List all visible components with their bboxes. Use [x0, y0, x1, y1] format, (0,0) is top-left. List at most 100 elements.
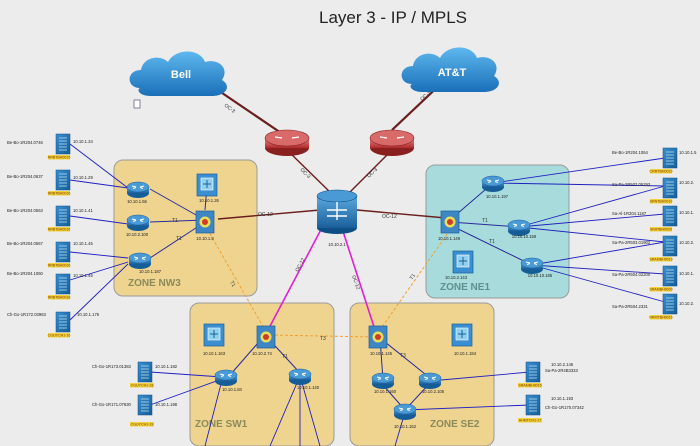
bottom-right-device-1-ip: 10.10.2.146 — [551, 362, 574, 367]
sw-router-2-ip: 10.10.1.140 — [297, 385, 320, 390]
core-switch-ip: 10.10.2.1 — [328, 242, 346, 247]
left-device-2[interactable]: Be-Bo-1R204.0637 10.10.1.29 RRBTBH0016 — [7, 169, 93, 196]
bottom-right-device-2[interactable]: Ch-Go-1R170.07342 10.10.1.193 AHMTCH1-17 — [518, 394, 585, 423]
left-device-5-ip: 10.10.1.46 — [73, 273, 93, 278]
right-device-2[interactable]: Sa-Pa-2R503.05293 10.10.2. SRNTBH0019 — [612, 177, 694, 204]
link-label-bell-core: OC-3 — [299, 167, 312, 180]
se-router-1[interactable] — [371, 372, 395, 390]
left-device-3-name: Be-Bo-1R204.0563 — [7, 208, 44, 213]
right-device-2-name: Sa-Pa-2R503.05293 — [612, 182, 651, 187]
right-device-4[interactable]: Sa-Pa-2R503.01902 10.10.2. SRAMBH0019 — [612, 235, 694, 262]
left-device-3[interactable]: Be-Bo-1R204.0563 10.10.1.41 RRBTBH0016 — [7, 205, 93, 232]
bottom-left-device-2-name: Ch-Go-1R171.07630 — [92, 402, 132, 407]
se-router-2[interactable] — [418, 372, 442, 390]
bell-edge-router[interactable] — [264, 129, 310, 156]
nw-router-2-ip: 10.10.2.100 — [126, 232, 149, 237]
left-device-4-name: Be-Bo-1R204.0567 — [7, 241, 44, 246]
left-device-1[interactable]: Be-Bo-1R204.0746 10.10.1.34 RRBTBH0015 — [7, 133, 93, 160]
left-device-6[interactable]: Ch-Go-1R172.03963 10.10.1.175 CGUYCH1-16 — [7, 311, 100, 338]
link-label-t3-b: T3 — [400, 353, 406, 359]
att-cloud[interactable]: AT&T — [401, 47, 499, 93]
nw-hub[interactable] — [195, 210, 215, 234]
bell-cloud[interactable]: Bell — [129, 51, 227, 97]
left-device-1-ip: 10.10.1.34 — [73, 139, 93, 144]
right-device-links — [492, 157, 666, 303]
nw-router-3[interactable] — [128, 252, 152, 270]
right-device-5[interactable]: Sa-Pa-2R504.02200 10.10.1. SRAMBH0020 — [612, 265, 694, 292]
nw-router-1[interactable] — [126, 181, 150, 199]
nw-router-2[interactable] — [126, 214, 150, 232]
bottom-right-device-1-name: Sa-Pa-2R4B3333 — [545, 368, 578, 373]
link-label-att-core: OC-3 — [366, 167, 379, 180]
sw-router-1-ip: 10.10.1.84 — [222, 387, 242, 392]
left-device-6-name: Ch-Go-1R172.03963 — [7, 312, 47, 317]
note-icon[interactable] — [133, 99, 141, 109]
left-device-links — [69, 143, 129, 321]
link-label-t1-d: T1 — [176, 236, 182, 242]
left-device-5[interactable]: Be-Bo-1R204.1060 10.10.1.46 RRBTBH0018 — [7, 271, 93, 300]
left-device-6-tag: CGUYCH1-16 — [48, 334, 71, 338]
link-label-core-ne: OC-12 — [382, 214, 397, 220]
right-device-1[interactable]: Be-Bo-1R204.1064 10.10.1.5 CRRTBH0019 — [612, 147, 697, 174]
bottom-left-device-1-tag: CGUYCH1-18 — [131, 384, 154, 388]
att-edge-router[interactable] — [369, 129, 415, 156]
link-label-t1-g: T1 — [282, 354, 288, 360]
bottom-left-device-2-tag: CGUYCH1-19 — [131, 423, 154, 427]
link-label-t1-e: T1 — [482, 218, 488, 224]
se-l3-switch-ip: 10.10.1.184 — [454, 351, 477, 356]
bottom-right-device-2-ip: 10.10.1.193 — [551, 396, 574, 401]
right-device-3-tag: SRATBH0020 — [650, 228, 672, 232]
ne-l3-switch[interactable] — [452, 250, 474, 274]
right-device-6-tag: RRMTBH0016 — [649, 316, 672, 320]
left-device-2-ip: 10.10.1.29 — [73, 175, 93, 180]
link-label-t1-c: T1 — [172, 218, 178, 224]
ne-hub[interactable] — [440, 210, 460, 234]
t-links — [204, 224, 451, 338]
zone-nw3-label: ZONE NW3 — [128, 278, 181, 289]
left-device-4[interactable]: Be-Bo-1R204.0567 10.10.1.45 RRBTBH0016 — [7, 241, 93, 268]
bottom-left-device-1-name: Ch-Go-1R173.01383 — [92, 364, 132, 369]
sw-hub[interactable] — [256, 325, 276, 349]
se-hub[interactable] — [368, 325, 388, 349]
link-label-core-sw: OC-12 — [294, 257, 306, 273]
zone-se2-label: ZONE SE2 — [430, 419, 480, 430]
se-l3-switch[interactable] — [451, 323, 473, 347]
se-router-3[interactable] — [393, 403, 417, 421]
right-device-6[interactable]: Sa-Pa-2R504.2331 10.10.2. RRMTBH0016 — [612, 293, 694, 320]
bottom-right-device-1-tag: SRAMBH0015 — [518, 384, 541, 388]
bottom-left-device-2[interactable]: Ch-Go-1R171.07630 10.10.1.198 CGUYCH1-19 — [92, 394, 178, 427]
se-router-2-ip: 10.10.2.105 — [422, 389, 445, 394]
zone-sw1-label: ZONE SW1 — [195, 419, 248, 430]
bottom-device-links — [149, 371, 531, 446]
left-device-2-name: Be-Bo-1R204.0637 — [7, 174, 44, 179]
sw-router-1[interactable] — [214, 369, 238, 387]
ne-l3-switch-ip: 10.10.2.143 — [445, 275, 468, 280]
sw-router-2[interactable] — [288, 368, 312, 386]
link-label-t3-a: T3 — [320, 336, 326, 342]
left-device-4-ip: 10.10.1.45 — [73, 241, 93, 246]
se-router-3-ip: 10.10.1.162 — [394, 424, 417, 429]
nw-l3-switch[interactable] — [196, 173, 218, 197]
core-switch[interactable] — [316, 189, 358, 234]
right-device-3[interactable]: Sa-Al-1R204.1187 10.10.1. SRATBH0020 — [612, 205, 694, 232]
right-device-6-ip: 10.10.2. — [679, 301, 694, 306]
left-device-1-tag: RRBTBH0015 — [48, 156, 71, 160]
right-device-3-ip: 10.10.1. — [679, 210, 694, 215]
bottom-left-device-2-ip: 10.10.1.198 — [155, 402, 178, 407]
right-device-4-ip: 10.10.2. — [679, 240, 694, 245]
left-device-6-ip: 10.10.1.175 — [77, 312, 100, 317]
core-zone-links — [267, 221, 376, 331]
se-hub-ip: 10.10.1.145 — [370, 351, 393, 356]
ne-router-1[interactable] — [481, 175, 505, 193]
bottom-right-device-1[interactable]: Sa-Pa-2R4B3333 10.10.2.146 SRAMBH0015 — [518, 361, 578, 388]
ne-router-3[interactable] — [520, 257, 544, 275]
right-device-5-ip: 10.10.1. — [679, 271, 694, 276]
sw-l3-switch[interactable] — [203, 323, 225, 347]
right-device-1-name: Be-Bo-1R204.1064 — [612, 150, 649, 155]
link-label-bell: OC-3 — [223, 103, 236, 115]
ne-router-1-ip: 10.10.1.197 — [486, 194, 509, 199]
right-device-1-tag: CRRTBH0019 — [650, 170, 673, 174]
right-device-1-ip: 10.10.1.5 — [679, 150, 697, 155]
bottom-left-device-1[interactable]: Ch-Go-1R173.01383 10.10.1.182 CGUYCH1-18 — [92, 361, 178, 388]
